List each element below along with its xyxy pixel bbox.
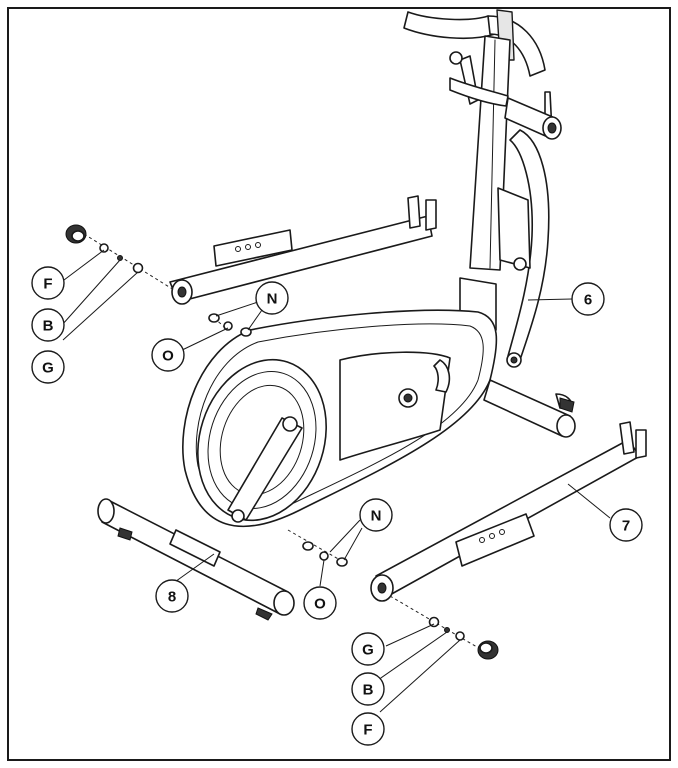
callout-label: O — [314, 596, 326, 613]
callout-label: N — [267, 291, 278, 308]
upper-pedal-rail — [169, 195, 437, 305]
callout-circle — [303, 586, 337, 620]
callout-circle — [31, 308, 65, 342]
callout-o-upper: O — [151, 338, 185, 372]
callout-8: 8 — [155, 579, 189, 613]
callout-n-lower: N — [359, 498, 393, 532]
callout-label: F — [363, 722, 372, 739]
callout-g-lower: G — [351, 632, 385, 666]
leader-lines — [59, 249, 611, 713]
upper-hardware — [65, 224, 252, 337]
upright-mast — [403, 9, 562, 368]
callout-label: G — [42, 360, 54, 377]
callout-circle — [155, 579, 189, 613]
callout-circle — [609, 508, 643, 542]
callout-circle — [351, 672, 385, 706]
callout-circle — [571, 282, 605, 316]
front-stabilizer — [97, 498, 295, 621]
diagram-frame — [7, 7, 671, 761]
callout-circle — [351, 712, 385, 746]
main-frame-housing — [182, 277, 498, 528]
rear-base-stub — [483, 379, 576, 438]
callout-label: G — [362, 642, 374, 659]
callout-label: N — [371, 508, 382, 525]
callout-b-lower: B — [351, 672, 385, 706]
callout-label: B — [363, 682, 374, 699]
callout-label: B — [43, 318, 54, 335]
callout-circle — [255, 281, 289, 315]
callout-f-lower: F — [351, 712, 385, 746]
callout-circle — [151, 338, 185, 372]
callout-label: F — [43, 276, 52, 293]
callout-circle — [351, 632, 385, 666]
callout-label: 7 — [622, 518, 630, 535]
callout-circle — [359, 498, 393, 532]
callout-label: 8 — [168, 589, 176, 606]
callout-7: 7 — [609, 508, 643, 542]
callout-b-upper: B — [31, 308, 65, 342]
callout-circle — [31, 266, 65, 300]
lower-pedal-rail — [370, 421, 647, 602]
callout-g-upper: G — [31, 350, 65, 384]
callout-f-upper: F — [31, 266, 65, 300]
callout-label: O — [162, 348, 174, 365]
callout-label: 6 — [584, 292, 592, 309]
callout-n-upper: N — [255, 281, 289, 315]
callout-6: 6 — [571, 282, 605, 316]
callout-o-lower: O — [303, 586, 337, 620]
callout-circle — [31, 350, 65, 384]
